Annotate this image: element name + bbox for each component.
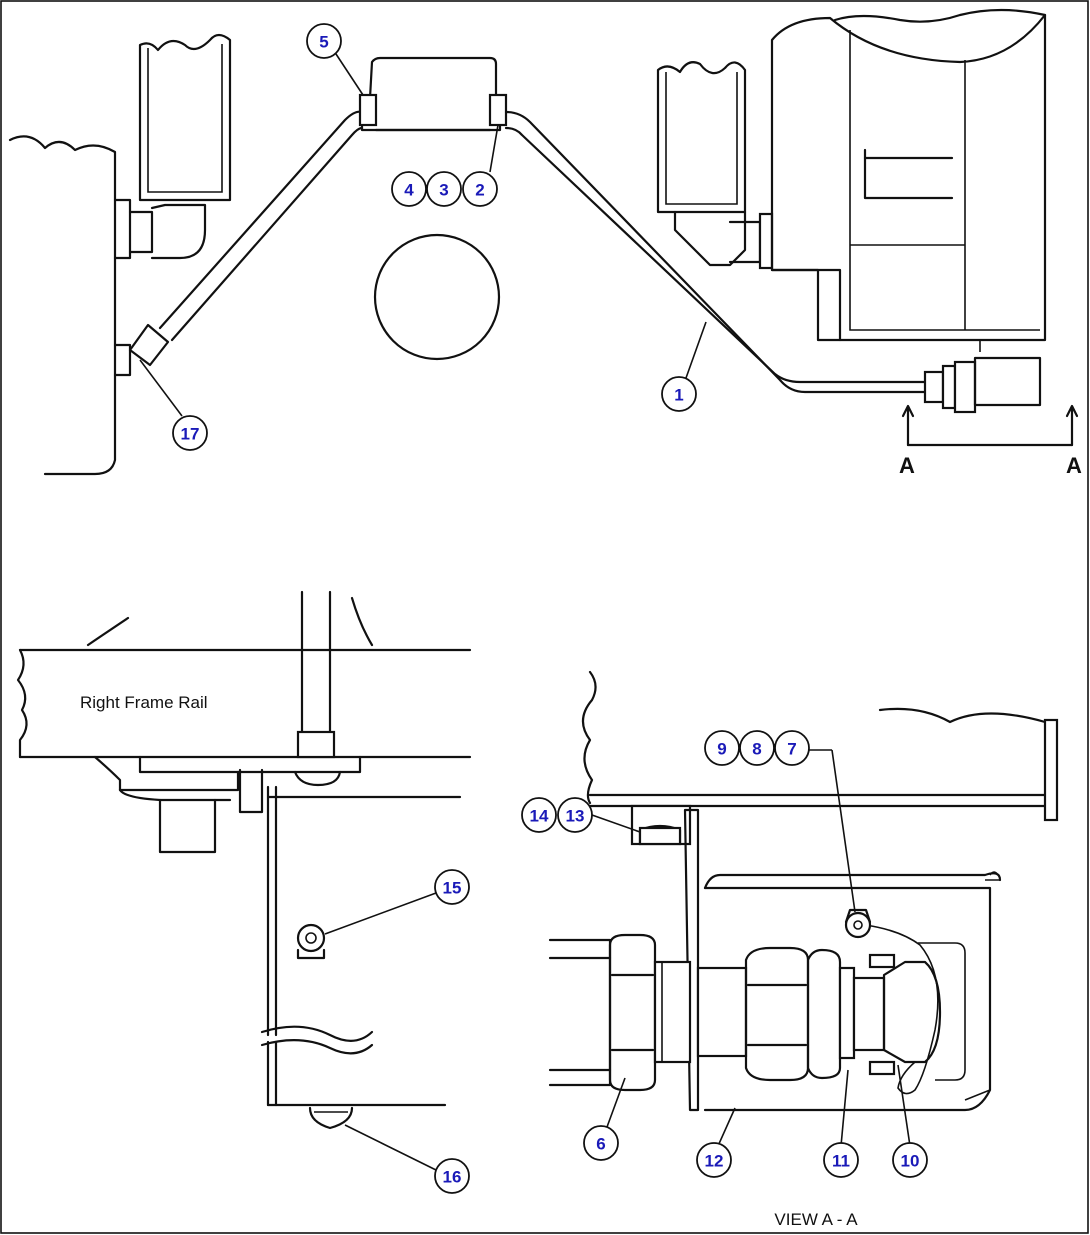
left-frame-wall	[8, 135, 117, 476]
callout-17[interactable]: 17	[172, 415, 208, 451]
callout-6[interactable]: 6	[583, 1125, 619, 1161]
hose-bridge	[360, 108, 502, 132]
sight-gauge	[296, 923, 326, 953]
svg-text:16: 16	[443, 1168, 462, 1187]
frame-rail-label: Right Frame Rail	[80, 693, 208, 712]
svg-text:9: 9	[717, 740, 726, 759]
left-tank	[138, 33, 232, 202]
cap-screw	[844, 911, 872, 939]
coupler-box	[973, 356, 1042, 407]
callout-12[interactable]: 12	[696, 1142, 732, 1178]
drain-plug	[308, 1106, 354, 1130]
svg-text:3: 3	[439, 181, 448, 200]
callout-13[interactable]: 13	[557, 797, 593, 833]
view-a-a: VIEW A - A	[548, 670, 1059, 1229]
callout-7[interactable]: 7	[774, 730, 810, 766]
hose-right	[504, 110, 942, 394]
section-label-left: A	[899, 453, 915, 478]
frame-hole	[373, 233, 501, 361]
view-label: VIEW A - A	[774, 1210, 858, 1229]
svg-text:14: 14	[530, 807, 549, 826]
svg-text:15: 15	[443, 879, 462, 898]
svg-text:12: 12	[705, 1152, 724, 1171]
top-view: A A	[8, 8, 1082, 478]
svg-text:11: 11	[832, 1152, 850, 1171]
callout-10[interactable]: 10	[892, 1142, 928, 1178]
hose-end	[548, 938, 612, 1087]
quick-coupler	[806, 948, 842, 1080]
callout-8[interactable]: 8	[739, 730, 775, 766]
callout-15[interactable]: 15	[434, 869, 470, 905]
svg-text:1: 1	[674, 386, 683, 405]
bulkhead-nut	[608, 933, 657, 1092]
svg-text:5: 5	[319, 33, 328, 52]
hex-fitting	[744, 946, 810, 1082]
left-elbow-fitting	[150, 203, 207, 260]
callout-9[interactable]: 9	[704, 730, 740, 766]
clamp-right	[488, 93, 508, 127]
svg-text:6: 6	[596, 1135, 605, 1154]
svg-text:10: 10	[901, 1152, 920, 1171]
callout-11[interactable]: 11	[823, 1142, 859, 1178]
callout-16[interactable]: 16	[434, 1158, 470, 1194]
middle-tank	[656, 61, 747, 214]
l-bracket	[683, 808, 700, 1112]
callout-1[interactable]: 1	[661, 376, 697, 412]
hose-left	[158, 110, 364, 330]
clamp-left	[358, 93, 378, 127]
bolt-head	[638, 826, 682, 846]
right-tank	[770, 13, 1047, 342]
svg-text:2: 2	[475, 181, 484, 200]
svg-text:4: 4	[404, 181, 414, 200]
callout-4[interactable]: 4	[391, 171, 427, 207]
svg-text:8: 8	[752, 740, 761, 759]
swivel-fitting	[128, 323, 170, 367]
frame-rail-break	[16, 648, 28, 759]
callout-5[interactable]: 5	[306, 23, 342, 59]
svg-text:7: 7	[787, 740, 796, 759]
callout-3[interactable]: 3	[426, 171, 462, 207]
svg-text:13: 13	[566, 807, 585, 826]
frame-rail-view: Right Frame Rail	[16, 590, 472, 1171]
top-bracket	[368, 56, 498, 100]
section-label-right: A	[1066, 453, 1082, 478]
callout-2[interactable]: 2	[462, 171, 498, 207]
dust-cap	[882, 960, 942, 1064]
svg-text:17: 17	[181, 425, 200, 444]
tank-break	[260, 1025, 374, 1042]
drain-fitting	[158, 798, 217, 854]
callout-14[interactable]: 14	[521, 797, 557, 833]
